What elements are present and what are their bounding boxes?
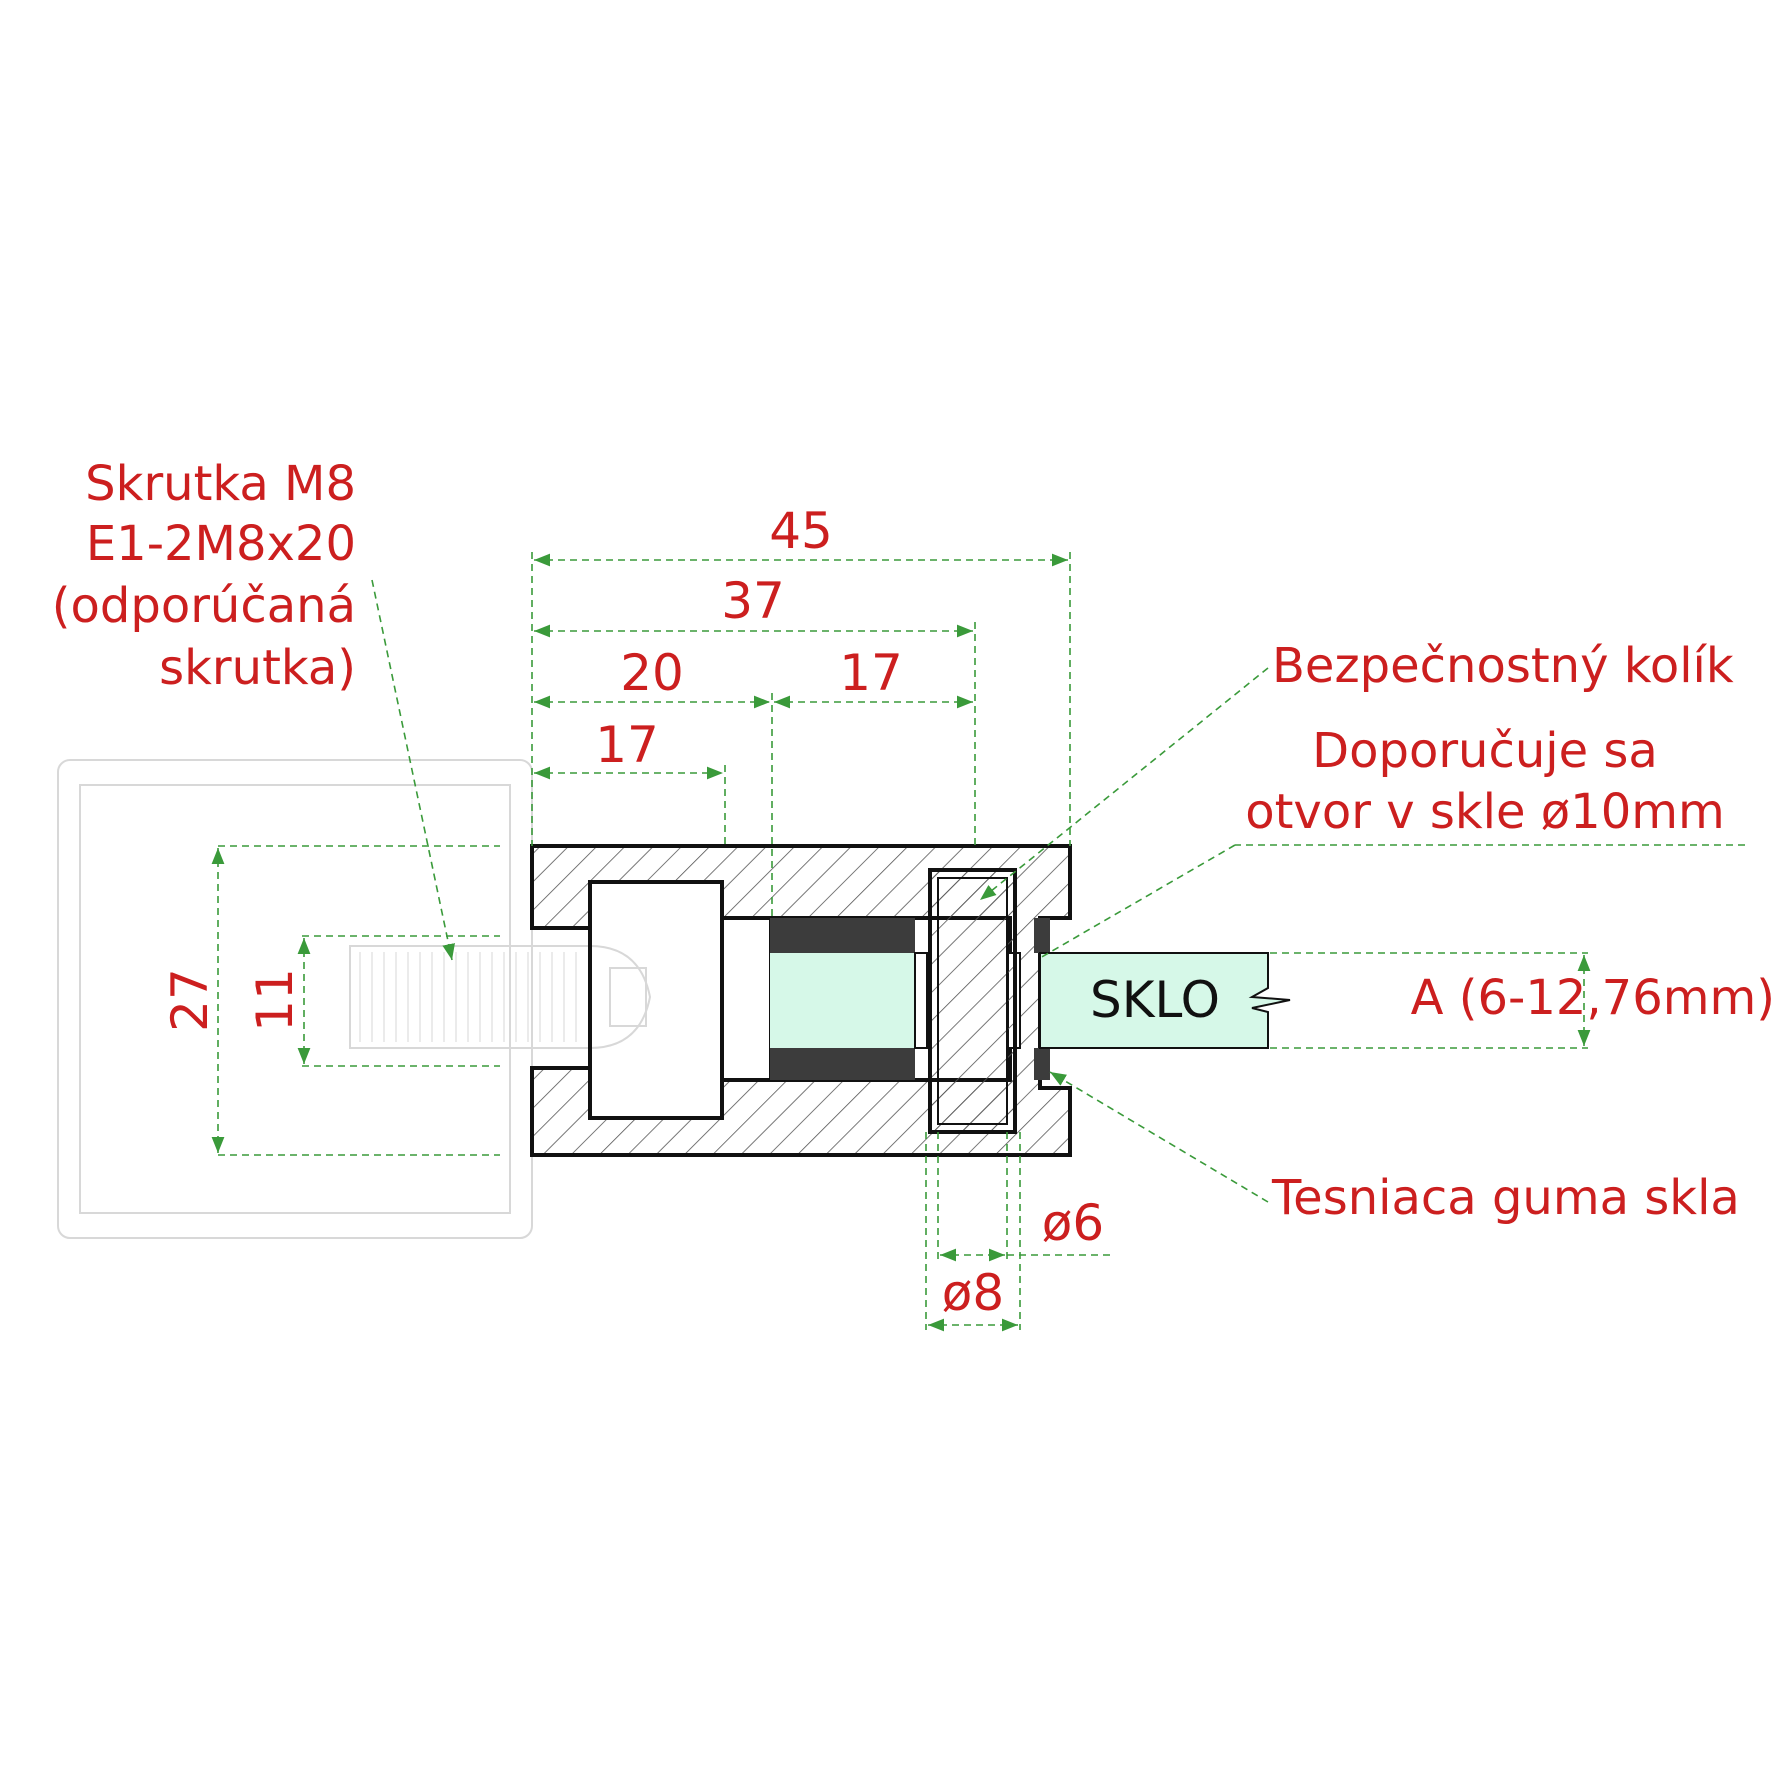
safety-pin [928, 868, 1017, 1134]
ghost-post [57, 759, 533, 1239]
dim-length-to-pin: 37 [721, 572, 785, 630]
annotations: Skrutka M8 E1-2M8x20 (odporúčaná skrutka… [52, 456, 1775, 1226]
screw-label-line-1: Skrutka M8 [85, 456, 356, 512]
dim-body-length: 20 [620, 644, 684, 702]
glass-thickness-label: A (6-12,76mm) [1411, 970, 1775, 1026]
gasket-label: Tesniaca guma skla [1271, 1170, 1740, 1226]
dim-height: 27 [161, 968, 219, 1032]
glass-panel: SKLO [1039, 952, 1291, 1049]
safety-pin-label: Bezpečnostný kolík [1272, 638, 1734, 694]
dimension-lines [211, 552, 1745, 1332]
glass-label: SKLO [1090, 971, 1220, 1029]
screw-label-line-4: skrutka) [159, 640, 356, 696]
hole-recommendation-line-2: otvor v skle ø10mm [1245, 784, 1725, 840]
screw-label-line-3: (odporúčaná [52, 578, 356, 634]
dimension-texts: 45 37 20 17 17 27 11 ø6 ø8 [161, 502, 1104, 1322]
dim-pin-outer-diameter: ø8 [942, 1264, 1004, 1322]
ghost-screw [349, 945, 652, 1049]
dim-screw-height: 11 [246, 968, 304, 1032]
dim-pin-offset: 17 [839, 644, 903, 702]
dim-recess-depth: 17 [595, 716, 659, 774]
screw-label-line-2: E1-2M8x20 [86, 516, 356, 572]
dim-overall-length: 45 [769, 502, 833, 560]
glass-inner [770, 953, 915, 1048]
hole-recommendation-line-1: Doporučuje sa [1312, 723, 1658, 779]
dim-pin-inner-diameter: ø6 [1042, 1194, 1104, 1252]
